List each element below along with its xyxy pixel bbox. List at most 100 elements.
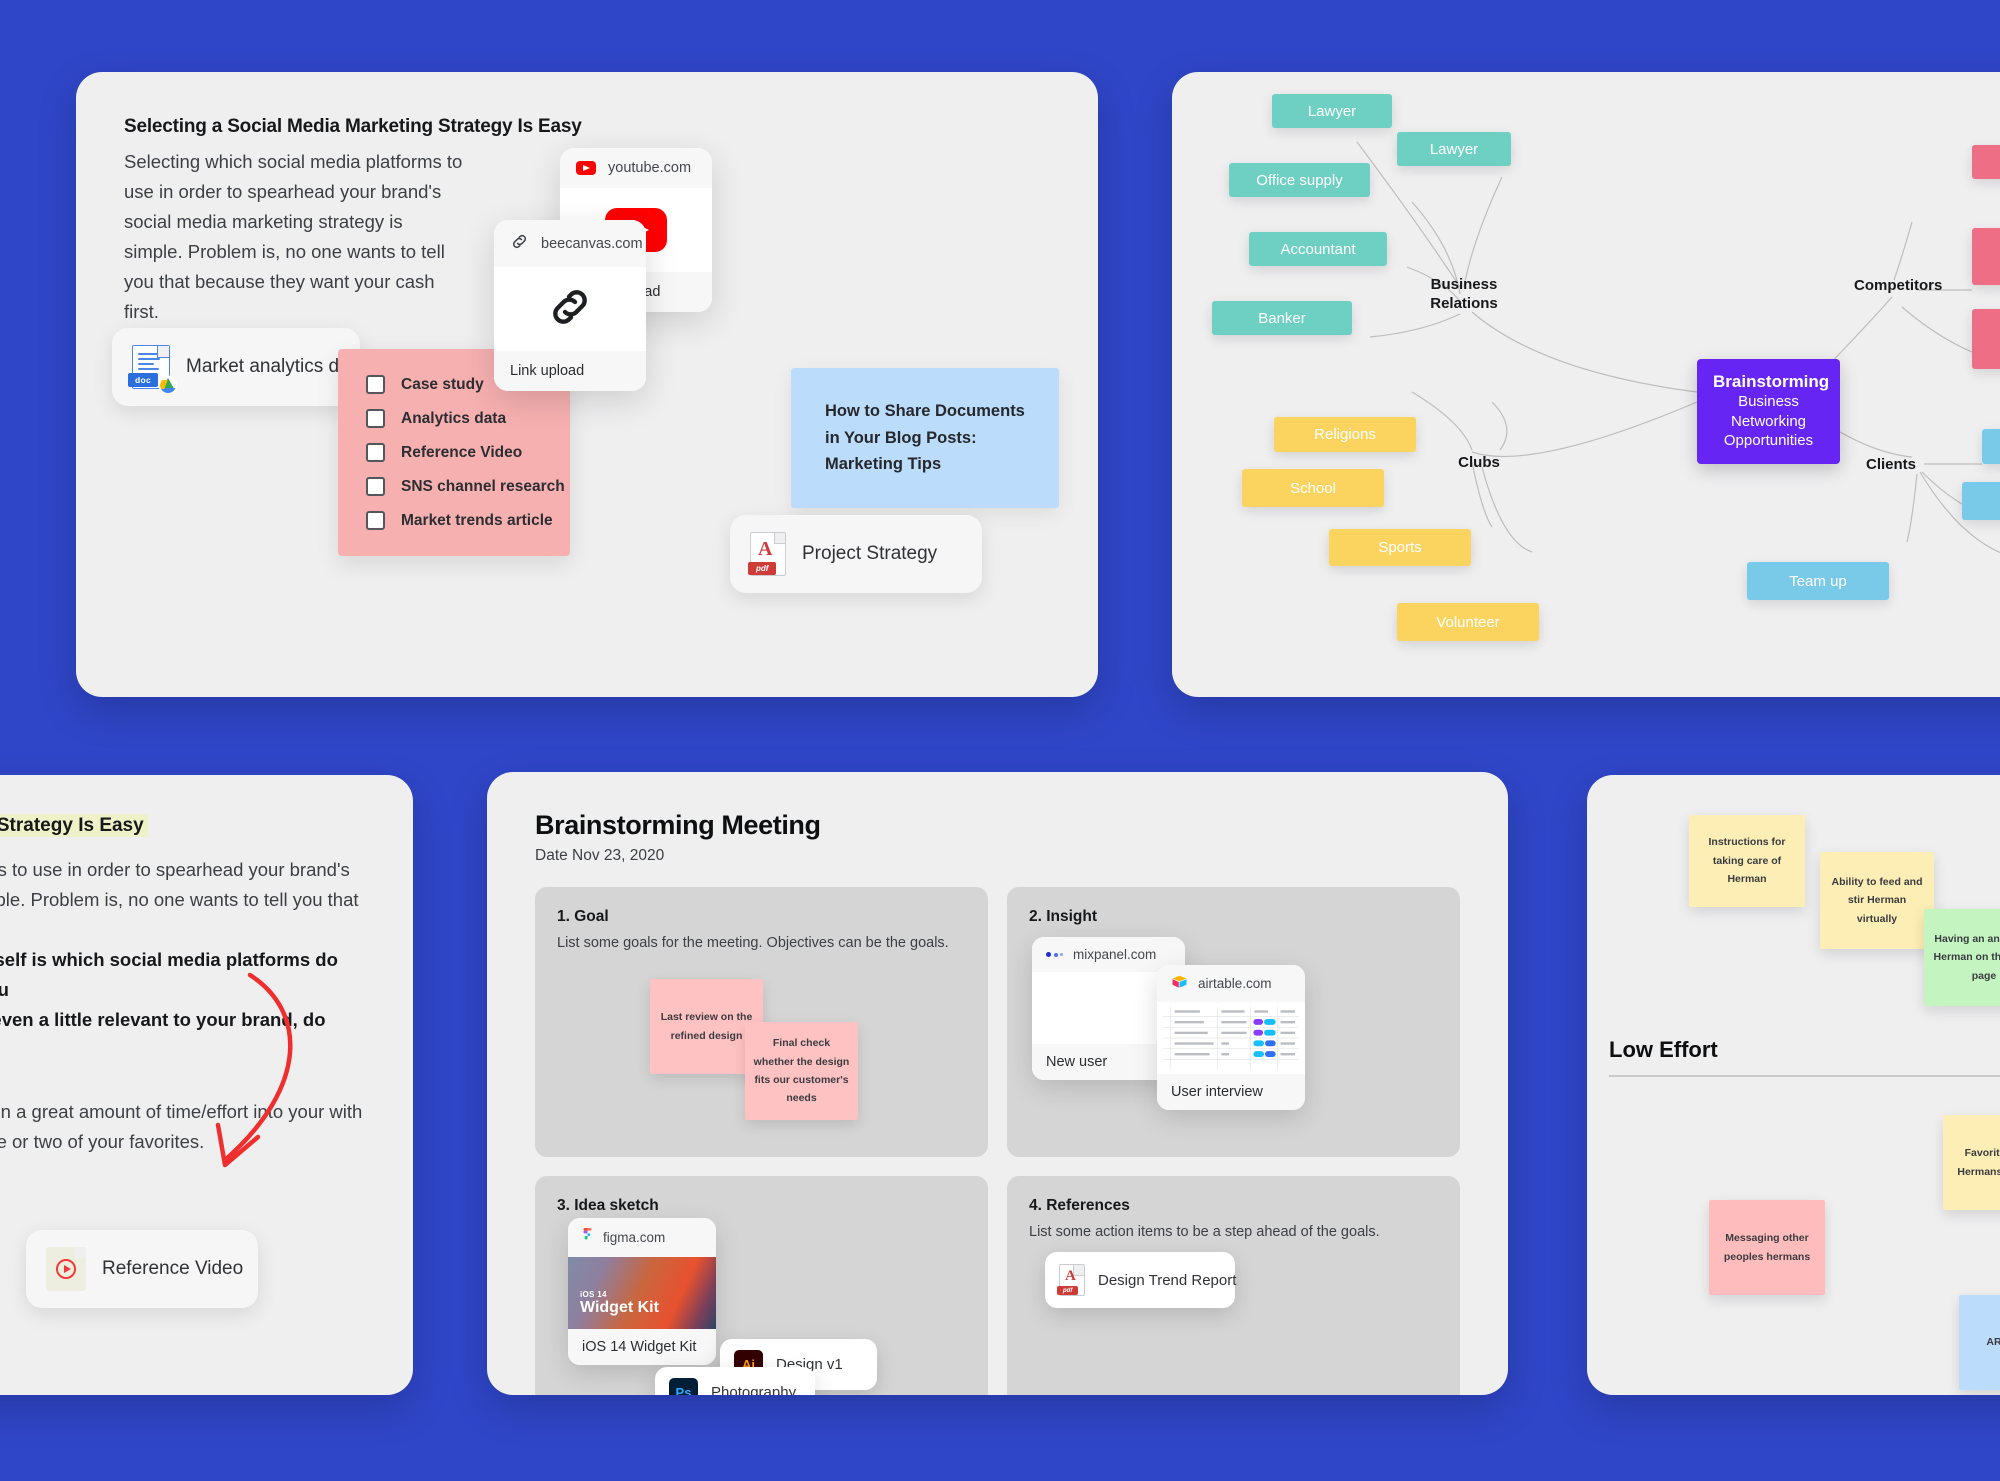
mindmap-node-school[interactable]: School: [1242, 469, 1384, 507]
link-card-figma[interactable]: figma.com iOS 14 Widget Kit iOS 14 Widge…: [568, 1218, 716, 1365]
checklist-item[interactable]: SNS channel research: [366, 477, 565, 496]
checkbox-reference-video[interactable]: [366, 443, 385, 462]
article-body: Selecting which social media platforms t…: [124, 151, 463, 322]
checklist-item[interactable]: Market trends article: [366, 511, 553, 530]
figma-icon: [582, 1228, 593, 1247]
checklist-item-label: Market trends article: [401, 511, 553, 529]
checkbox-sns-channel-research[interactable]: [366, 477, 385, 496]
section-description: List some action items to be a step ahea…: [1029, 1224, 1380, 1240]
section-heading: 4. References: [1029, 1197, 1130, 1214]
chip-label: Photography: [711, 1384, 797, 1395]
mindmap-node-accountant[interactable]: Accountant: [1249, 232, 1387, 266]
sticky-note[interactable]: Favorite recipe Hermans function: [1943, 1115, 2000, 1210]
article-title: Selecting a Social Media Marketing Strat…: [124, 116, 582, 137]
checklist-item-label: Case study: [401, 375, 484, 393]
blue-sticky-note[interactable]: How to Share Documents in Your Blog Post…: [791, 368, 1059, 509]
checkbox-market-trends-article[interactable]: [366, 511, 385, 530]
link-icon: [510, 232, 529, 255]
mindmap-node-team-up-competitors[interactable]: Team up: [1972, 145, 2000, 179]
emphasized-text: urself is which social media platforms d…: [0, 945, 367, 1035]
checklist-item-label: Analytics data: [401, 409, 507, 427]
file-chip-label: Market analytics data: [186, 356, 366, 377]
mindmap-node-newsletter[interactable]: Newsletter: [1962, 482, 2000, 520]
google-docs-icon: doc: [128, 345, 176, 393]
blue-note-text: How to Share Documents in Your Blog Post…: [825, 402, 1025, 474]
sticky-note[interactable]: Ability to feed and stir Herman virtuall…: [1820, 852, 1934, 949]
sticky-note[interactable]: Instructions for taking care of Herman: [1689, 815, 1805, 907]
figma-hero-preview: iOS 14 Widget Kit: [568, 1257, 716, 1329]
file-chip-label: Project Strategy: [802, 543, 938, 564]
meeting-sections-grid: 1. Goal List some goals for the meeting.…: [513, 887, 1482, 1395]
checklist-sticky[interactable]: Case study Analytics data Reference Vide…: [338, 349, 570, 556]
pdf-icon: A pdf: [1057, 1264, 1085, 1296]
link-card-beecanvas[interactable]: beecanvas.com Link upload: [494, 220, 646, 391]
sticky-note[interactable]: Messaging other peoples hermans: [1709, 1200, 1825, 1295]
mindmap-center-node[interactable]: Brainstorming Business Networking Opport…: [1697, 359, 1840, 464]
article-board-card[interactable]: Selecting a Social Media Marketing Strat…: [76, 72, 1098, 697]
meeting-section-insight[interactable]: 2. Insight mixpanel.com New user: [1007, 887, 1460, 1157]
airtable-icon: [1171, 975, 1188, 992]
mindmap-node-religions[interactable]: Religions: [1274, 417, 1416, 452]
checklist-item[interactable]: Reference Video: [366, 443, 542, 462]
mindmap-node-competitors[interactable]: Competitors: [1972, 309, 2000, 369]
mindmap-node-office-supply[interactable]: Office supply: [1229, 163, 1370, 197]
mindmap-branch-competitors[interactable]: Competitors: [1854, 277, 1943, 294]
highlighted-heading: g Strategy Is Easy: [0, 814, 367, 837]
effort-matrix-card[interactable]: Instructions for taking care of Herman A…: [1587, 775, 2000, 1395]
effort-axis-divider: [1609, 1075, 2000, 1077]
mindmap-center-subtitle: Business Networking Opportunities: [1723, 393, 1814, 449]
red-arrow-annotation: [215, 972, 293, 1168]
mindmap-branch-business-relations[interactable]: Business Relations: [1430, 276, 1498, 312]
file-chip-reference-video[interactable]: Reference Video: [26, 1230, 258, 1308]
section-heading: 1. Goal: [557, 908, 609, 925]
checklist-item-label: SNS channel research: [401, 477, 565, 495]
mindmap-node-team-up-clients[interactable]: Team up: [1747, 562, 1889, 600]
mindmap-node-workshop[interactable]: Workshop: [1982, 429, 2000, 464]
sticky-note[interactable]: Last review on the refined design: [650, 979, 763, 1074]
link-card-airtable[interactable]: airtable.com: [1157, 965, 1305, 1110]
checkbox-analytics-data[interactable]: [366, 409, 385, 428]
mindmap-branch-clubs[interactable]: Clubs: [1458, 454, 1500, 471]
file-chip-label: Reference Video: [102, 1258, 244, 1279]
brainstorming-meeting-card[interactable]: Brainstorming Meeting Date Nov 23, 2020 …: [487, 772, 1508, 1395]
file-chip-market-analytics[interactable]: doc Market analytics data: [112, 328, 366, 406]
mindmap-node-referrals[interactable]: Referrals: [1972, 228, 2000, 285]
figma-hero-title: Widget Kit: [580, 1299, 659, 1316]
mixpanel-icon: [1046, 952, 1063, 957]
mindmap-board-card[interactable]: Business Relations Lawyer Lawyer Office …: [1172, 72, 2000, 697]
checkbox-case-study[interactable]: [366, 375, 385, 394]
link-domain: beecanvas.com: [541, 235, 643, 252]
link-chain-icon: [546, 283, 594, 336]
photoshop-icon: Ps: [669, 1378, 698, 1395]
mindmap-node-lawyer-2[interactable]: Lawyer: [1397, 132, 1511, 166]
file-chip-design-trend-report[interactable]: A pdf Design Trend Report: [1045, 1252, 1236, 1308]
mindmap-node-sports[interactable]: Sports: [1329, 529, 1471, 566]
mindmap-node-banker[interactable]: Banker: [1212, 301, 1352, 335]
section-heading: 3. Idea sketch: [557, 1197, 659, 1214]
link-domain: figma.com: [603, 1230, 666, 1245]
link-domain: youtube.com: [608, 160, 692, 176]
link-footer: User interview: [1157, 1074, 1305, 1110]
checklist-item[interactable]: Analytics data: [366, 409, 542, 428]
meeting-date: Date Nov 23, 2020: [535, 847, 665, 864]
link-footer: iOS 14 Widget Kit: [568, 1329, 716, 1365]
annotated-article-card[interactable]: g Strategy Is Easy rms to use in order t…: [0, 775, 413, 1395]
mindmap-node-volunteer[interactable]: Volunteer: [1397, 603, 1539, 641]
meeting-section-goal[interactable]: 1. Goal List some goals for the meeting.…: [535, 887, 988, 1157]
meeting-section-references[interactable]: 4. References List some action items to …: [1007, 1176, 1460, 1395]
mindmap-branch-clients[interactable]: Clients: [1865, 456, 1916, 473]
sticky-note[interactable]: AR Herman: [1959, 1295, 2000, 1390]
airtable-table-preview: [1157, 1002, 1305, 1074]
section-description: List some goals for the meeting. Objecti…: [557, 935, 949, 951]
figma-eyebrow: iOS 14: [580, 1290, 607, 1299]
sticky-note[interactable]: Final check whether the design fits our …: [745, 1022, 858, 1120]
link-footer: Link upload: [494, 351, 646, 391]
mindmap-node-lawyer-1[interactable]: Lawyer: [1272, 94, 1392, 128]
meeting-section-idea-sketch[interactable]: 3. Idea sketch figma.com: [535, 1176, 988, 1395]
checklist-item[interactable]: Case study: [366, 375, 542, 394]
file-chip-photography[interactable]: Ps Photography: [655, 1367, 815, 1395]
sticky-note[interactable]: Having an animated Herman on the main pa…: [1924, 909, 2000, 1006]
